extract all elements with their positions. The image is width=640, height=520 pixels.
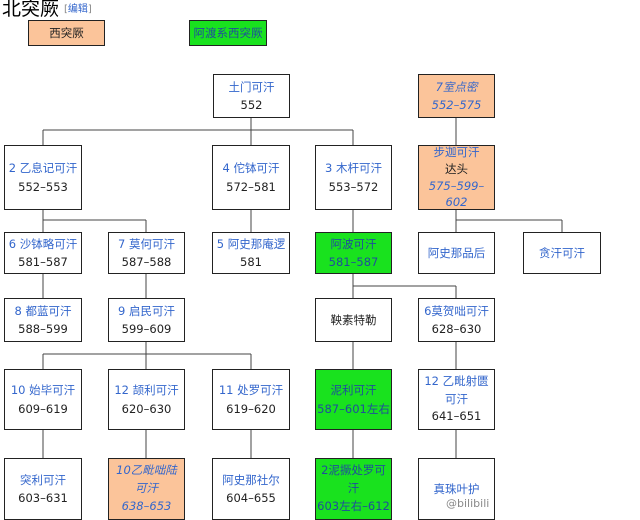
node-name: 6 沙钵略可汗 [8, 236, 78, 251]
node-years: 553–572 [328, 179, 379, 194]
edit-link-group: [编辑] [64, 0, 92, 15]
node-muhan[interactable]: 3 木杆可汗 553–572 [315, 145, 392, 210]
node-taspar[interactable]: 4 佗钵可汗 572–581 [212, 145, 290, 210]
node-name: 3 木杆可汗 [325, 161, 382, 176]
node-name: 12 颉利可汗 [114, 383, 179, 398]
node-name: 7室点密 [435, 79, 478, 94]
legend-ashina-label: 阿渡系西突厥 [193, 25, 263, 40]
node-yangsu[interactable]: 鞅素特勒 [315, 298, 392, 342]
node-mohe[interactable]: 7 莫何可汗 587–588 [108, 232, 185, 274]
node-years: 604–655 [226, 491, 276, 505]
watermark: @bilibili [446, 497, 490, 510]
edit-link[interactable]: 编辑 [67, 4, 88, 15]
node-name: 10 始毕可汗 [10, 383, 76, 398]
node-name: 阿史那社尔 [222, 472, 280, 487]
node-years: 588–599 [18, 322, 68, 336]
node-pinhuang[interactable]: 阿史那品后 [418, 232, 495, 274]
node-qimin[interactable]: 9 启民可汗 599–609 [108, 298, 185, 342]
node-yixiji[interactable]: 2 乙息记可汗 552–553 [4, 145, 82, 210]
node-years: 552–553 [18, 179, 68, 194]
node-chuluo2[interactable]: 2泥撅处罗可汗 603左右–612 [315, 458, 392, 520]
node-name: 12 乙毗射匮可汗 [424, 373, 489, 406]
node-xieli[interactable]: 12 颉利可汗 620–630 [108, 369, 185, 430]
node-years: 609–619 [18, 401, 68, 416]
node-name: 5 阿史那庵逻 [216, 236, 286, 251]
node-name: 9 启民可汗 [118, 303, 175, 318]
node-shibi[interactable]: 10 始毕可汗 609–619 [4, 369, 82, 430]
node-name: 泥利可汗 [330, 383, 377, 398]
node-name: 4 佗钵可汗 [222, 161, 280, 176]
node-tuli[interactable]: 突利可汗 603–631 [4, 458, 82, 520]
node-name: 突利可汗 [20, 472, 66, 487]
node-istami[interactable]: 7室点密 552–575 [418, 74, 495, 118]
edit-bracket-close: ] [87, 4, 92, 15]
legend-west-turks: 西突厥 [28, 20, 105, 46]
node-shenier[interactable]: 阿史那社尔 604–655 [212, 458, 290, 520]
node-name: 2泥撅处罗可汗 [321, 463, 386, 496]
node-name: 土门可汗 [228, 79, 275, 94]
node-name: 贪汗可汗 [539, 245, 585, 260]
legend-ashina-west: 阿渡系西突厥 [189, 20, 267, 46]
node-name: 真珠叶护 [433, 481, 480, 496]
node-dulan[interactable]: 8 都蓝可汗 588–599 [4, 298, 82, 342]
node-years: 603–631 [18, 491, 68, 505]
node-shabolue[interactable]: 6 沙钵略可汗 581–587 [4, 232, 82, 274]
edit-bracket-open: [ [64, 4, 68, 15]
node-years: 581–587 [18, 255, 68, 269]
node-name: 11 处罗可汗 [218, 383, 284, 398]
node-years: 575–599–602 [428, 178, 485, 210]
node-years: 620–630 [121, 401, 172, 416]
node-years: 628–630 [431, 322, 482, 336]
node-name: 阿史那品后 [427, 245, 486, 260]
node-apo[interactable]: 阿波可汗 581–587 [315, 232, 392, 274]
node-name: 鞅素特勒 [330, 312, 377, 327]
node-name: 2 乙息记可汗 [8, 161, 78, 176]
node-tardu[interactable]: 步迦可汗 达头 575–599–602 [418, 145, 495, 210]
node-years: 587–601左右 [317, 401, 390, 416]
node-name: 阿波可汗 [330, 236, 377, 251]
node-years: 552 [240, 98, 263, 112]
node-name: 8 都蓝可汗 [14, 303, 72, 318]
node-name: 6莫贺咄可汗 [424, 303, 489, 318]
node-years: 603左右–612 [317, 498, 390, 513]
page-title: 北突厥 [2, 0, 60, 20]
node-years: 572–581 [226, 179, 276, 194]
node-zhenzhu[interactable]: 真珠叶护 [418, 458, 495, 520]
node-years: 619–620 [226, 401, 276, 416]
node-anluo[interactable]: 5 阿史那庵逻 581 [212, 232, 290, 274]
node-tanhan[interactable]: 贪汗可汗 [523, 232, 601, 274]
legend-west-label: 西突厥 [49, 25, 84, 40]
node-mohedu[interactable]: 6莫贺咄可汗 628–630 [418, 298, 495, 342]
node-chuluo[interactable]: 11 处罗可汗 619–620 [212, 369, 290, 430]
node-years: 638–653 [121, 498, 172, 513]
node-years: 581 [240, 255, 262, 269]
node-years: 641–651 [431, 409, 482, 424]
node-name: 7 莫何可汗 [118, 236, 175, 251]
node-name: 10乙毗咄陆可汗 [116, 463, 177, 496]
node-subtitle: 达头 [445, 161, 468, 176]
node-tumen[interactable]: 土门可汗 552 [213, 74, 290, 118]
node-years: 599–609 [121, 322, 172, 336]
node-yibidu[interactable]: 10乙毗咄陆可汗 638–653 [108, 458, 185, 520]
node-years: 587–588 [121, 255, 172, 269]
node-name: 步迦可汗 [433, 145, 480, 160]
node-years: 581–587 [328, 255, 379, 269]
node-years: 552–575 [431, 98, 482, 112]
node-nili[interactable]: 泥利可汗 587–601左右 [315, 369, 392, 430]
node-yipishegui[interactable]: 12 乙毗射匮可汗 641–651 [418, 369, 495, 430]
